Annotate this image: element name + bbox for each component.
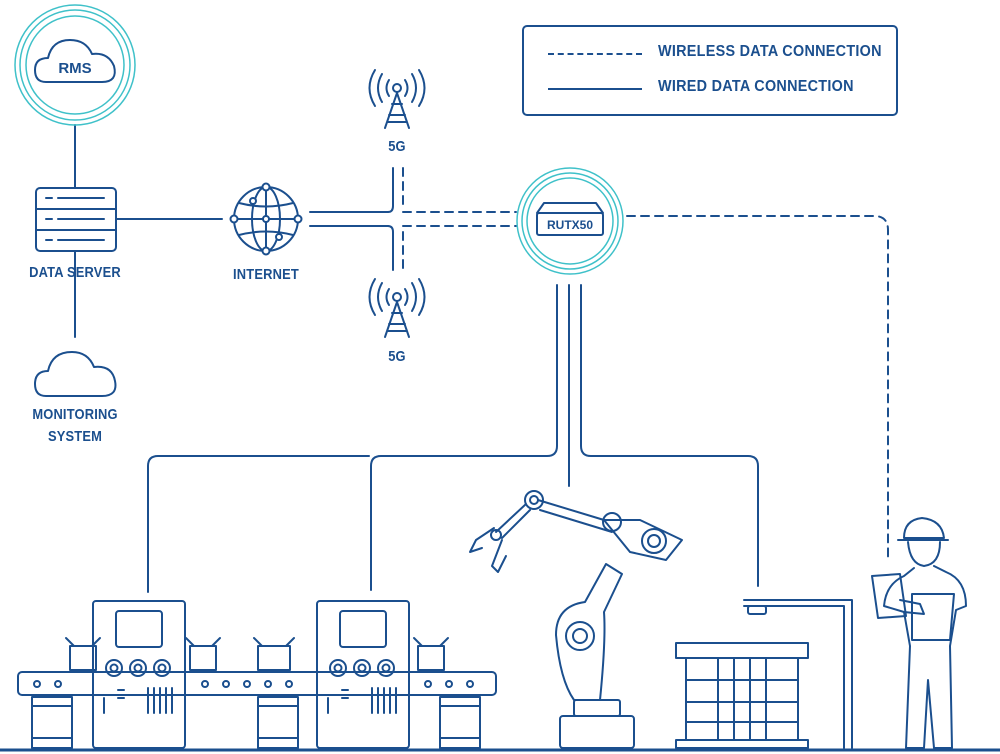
router-icon	[536, 202, 604, 236]
legend-wired-label: WIRED DATA CONNECTION	[658, 78, 854, 95]
router-node	[516, 167, 624, 275]
rms-label: RMS	[58, 60, 91, 77]
legend: WIRELESS DATA CONNECTION WIRED DATA CONN…	[522, 25, 898, 116]
wired-line-swatch	[548, 88, 642, 90]
wireless-connections	[402, 167, 889, 561]
wireless-line-swatch	[548, 53, 642, 55]
wired-connections	[74, 124, 759, 593]
worker-tablet-icon	[871, 517, 967, 749]
internet-label: INTERNET	[233, 266, 299, 283]
monitoring-label-line2: SYSTEM	[47, 428, 103, 445]
conveyor-machine-icon	[17, 600, 497, 749]
pallet-rack-icon	[675, 599, 853, 749]
rms-node	[14, 4, 136, 126]
globe-icon	[229, 182, 303, 256]
cloud-icon	[34, 351, 117, 397]
tower-bottom-label: 5G	[388, 348, 406, 365]
tower-top-label: 5G	[388, 138, 406, 155]
router-label: RUTX50	[547, 218, 593, 232]
server-icon	[35, 187, 117, 252]
legend-wireless-label: WIRELESS DATA CONNECTION	[658, 43, 882, 60]
monitoring-label: MONITORING	[32, 406, 118, 423]
cloud-icon	[34, 39, 116, 83]
data-server-label: DATA SERVER	[29, 264, 121, 281]
robot-arm-icon	[469, 490, 683, 749]
cell-tower-icon	[368, 69, 426, 129]
cell-tower-icon	[368, 278, 426, 338]
